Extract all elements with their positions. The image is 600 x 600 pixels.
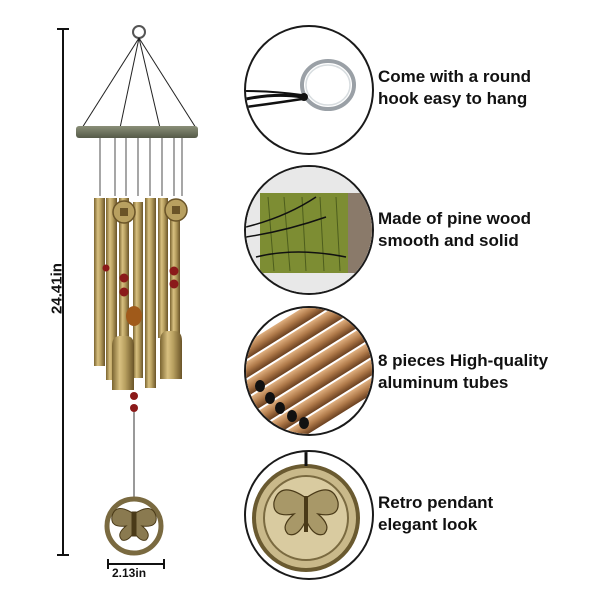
tube [94,198,105,366]
feature-hook-text: Come with a round hook easy to hang [378,66,531,110]
wood-detail-image [244,165,374,295]
feature-line: hook easy to hang [378,89,528,108]
feature-line: aluminum tubes [378,373,509,392]
wind-chime-image [76,25,198,556]
butterfly-pendant [104,496,164,556]
feature-line: Retro pendant [378,493,494,512]
tubes-detail-image [244,306,374,436]
feature-pendant-text: Retro pendant elegant look [378,492,493,536]
ring-hook-detail-image [244,25,374,155]
feature-line: Come with a round [378,67,531,86]
feature-line: smooth and solid [378,231,519,250]
height-dimension-label: 24.41in [48,263,66,314]
striker-bead [126,306,142,326]
pendant-detail-image [244,450,374,580]
bell [112,336,134,390]
height-dimension-line [57,28,69,556]
width-dimension-line [107,559,165,569]
wood-top [76,126,198,138]
hook-ring [132,25,146,39]
tube [145,198,156,388]
tube [119,198,129,348]
tube [158,198,168,338]
feature-line: elegant look [378,515,478,534]
tube [106,198,117,380]
width-dimension-label: 2.13in [112,566,147,580]
feature-line: 8 pieces High-quality [378,351,549,370]
tube [133,202,143,378]
feature-line: Made of pine wood [378,209,531,228]
bell [160,331,182,379]
feature-wood-text: Made of pine wood smooth and solid [378,208,531,252]
feature-tubes-text: 8 pieces High-quality aluminum tubes [378,350,548,394]
